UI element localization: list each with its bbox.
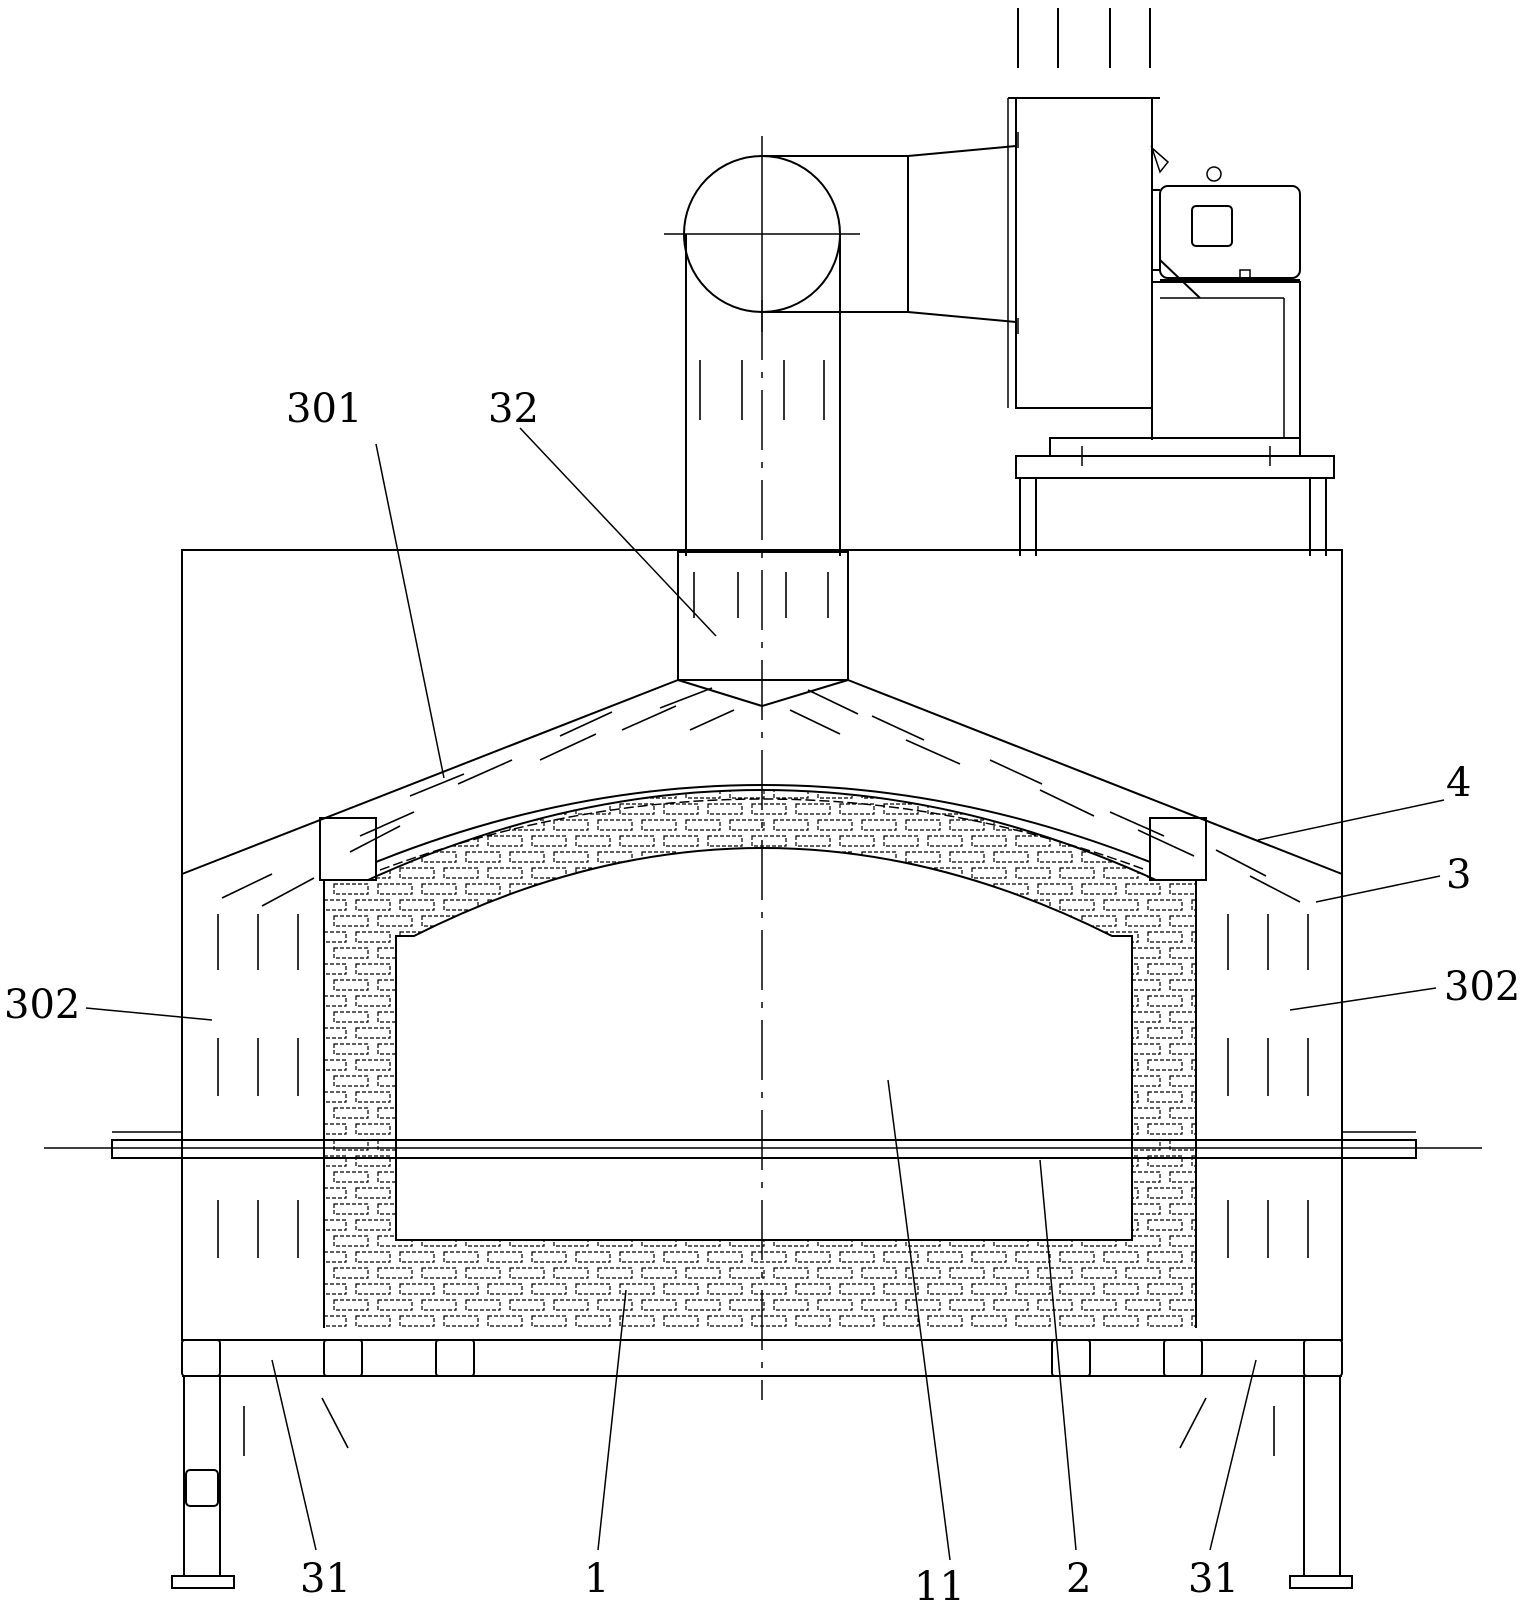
label-31-left: 31 [300,1556,351,1602]
duct-collar [678,552,848,680]
label-3: 3 [1446,852,1471,898]
label-302-left: 302 [4,982,80,1028]
label-31-right: 31 [1188,1556,1239,1602]
label-2: 2 [1066,1556,1091,1602]
label-301: 301 [286,386,362,432]
label-302-right: 302 [1444,964,1520,1010]
label-1: 1 [584,1556,609,1602]
vertical-duct [686,234,840,556]
label-32: 32 [488,386,539,432]
fan-housing [1008,98,1168,440]
label-4: 4 [1446,760,1471,806]
inner-chamber [396,848,1132,1240]
fan-motor [1152,167,1300,282]
label-11: 11 [914,1564,965,1608]
top-exhaust-lines [1018,8,1150,68]
